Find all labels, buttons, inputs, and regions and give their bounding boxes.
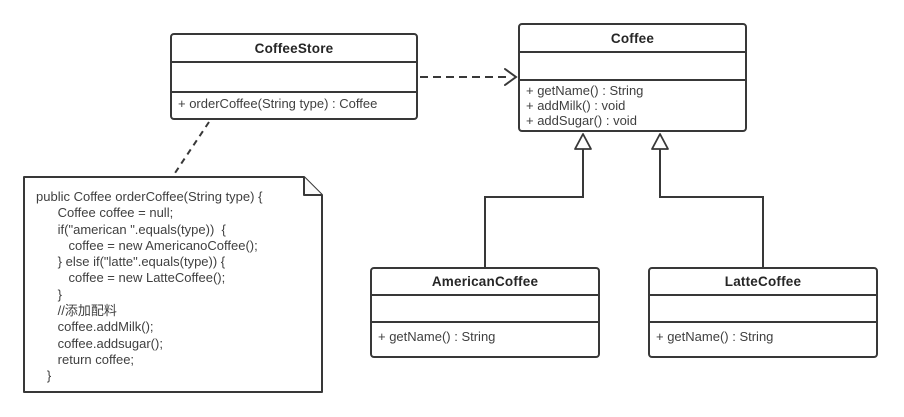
code-line: } [36, 368, 52, 384]
class-americancoffee: AmericanCoffee + getName() : String [370, 267, 600, 358]
code-line: } [36, 286, 63, 302]
code-line: coffee.addsugar(); [36, 335, 163, 351]
code-line: Coffee coffee = null; [36, 205, 174, 221]
class-coffeestore-attributes [172, 63, 416, 93]
generalization-latte-line [659, 149, 764, 267]
class-lattecoffee-attributes [650, 296, 876, 323]
method-addsugar: + addSugar() : void [526, 113, 637, 128]
code-line: coffee.addMilk(); [36, 319, 154, 335]
class-americancoffee-title: AmericanCoffee [372, 269, 598, 296]
class-coffee: Coffee + getName() : String + addMilk() … [518, 23, 747, 132]
code-line: //添加配料 [36, 303, 117, 319]
method-getname: + getName() : String [656, 329, 774, 344]
method-getname: + getName() : String [526, 83, 644, 98]
generalization-american-line [484, 149, 584, 267]
class-coffeestore: CoffeeStore + orderCoffee(String type) :… [170, 33, 418, 120]
class-lattecoffee: LatteCoffee + getName() : String [648, 267, 878, 358]
class-coffeestore-methods: + orderCoffee(String type) : Coffee [172, 93, 416, 118]
dependency-open-arrowhead [504, 68, 518, 86]
code-note-fold [303, 177, 322, 196]
class-coffee-attributes [520, 53, 745, 81]
code-note-text: public Coffee orderCoffee(String type) {… [36, 189, 262, 385]
class-americancoffee-attributes [372, 296, 598, 323]
code-line: if("american ".equals(type)) { [36, 221, 226, 237]
class-coffee-methods: + getName() : String + addMilk() : void … [520, 81, 745, 130]
generalization-american-triangle [574, 133, 592, 150]
class-americancoffee-methods: + getName() : String [372, 323, 598, 356]
class-lattecoffee-title: LatteCoffee [650, 269, 876, 296]
method-getname: + getName() : String [378, 329, 496, 344]
class-coffeestore-title: CoffeeStore [172, 35, 416, 63]
code-line: coffee = new AmericanoCoffee(); [36, 237, 258, 253]
code-line: coffee = new LatteCoffee(); [36, 270, 226, 286]
class-coffee-title: Coffee [520, 25, 745, 53]
code-line: return coffee; [36, 351, 135, 367]
method-ordercoffee: + orderCoffee(String type) : Coffee [178, 96, 378, 111]
generalization-latte-triangle [651, 133, 669, 150]
method-addmilk: + addMilk() : void [526, 98, 626, 113]
note-anchor-line [172, 121, 210, 177]
code-line: } else if("latte".equals(type)) { [36, 254, 226, 270]
code-line: public Coffee orderCoffee(String type) { [36, 189, 263, 204]
code-note-shape [23, 176, 323, 393]
class-lattecoffee-methods: + getName() : String [650, 323, 876, 356]
